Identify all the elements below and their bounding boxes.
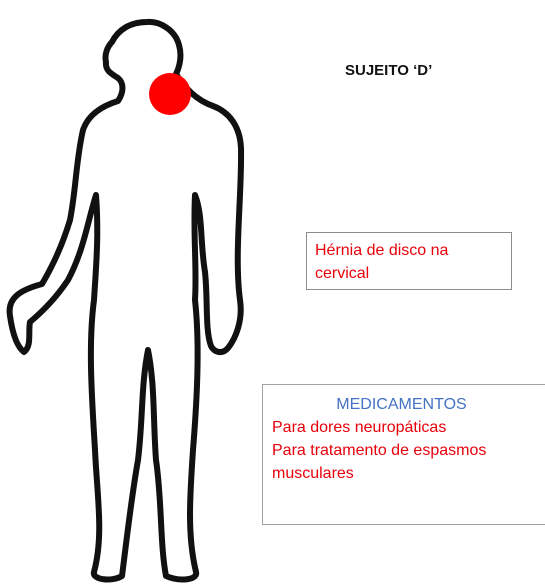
human-body-outline <box>0 0 300 586</box>
pain-marker-neck <box>149 73 191 115</box>
medication-item: Para dores neuropáticas <box>272 416 545 439</box>
medications-heading: MEDICAMENTOS <box>272 393 545 416</box>
diagnosis-box: Hérnia de disco na cervical <box>306 232 512 290</box>
diagnosis-text: Hérnia de disco na cervical <box>315 242 448 282</box>
medications-box: MEDICAMENTOS Para dores neuropáticas Par… <box>262 384 545 525</box>
page-title: SUJEITO ‘D’ <box>345 62 432 79</box>
medication-item: Para tratamento de espasmos musculares <box>272 439 545 485</box>
